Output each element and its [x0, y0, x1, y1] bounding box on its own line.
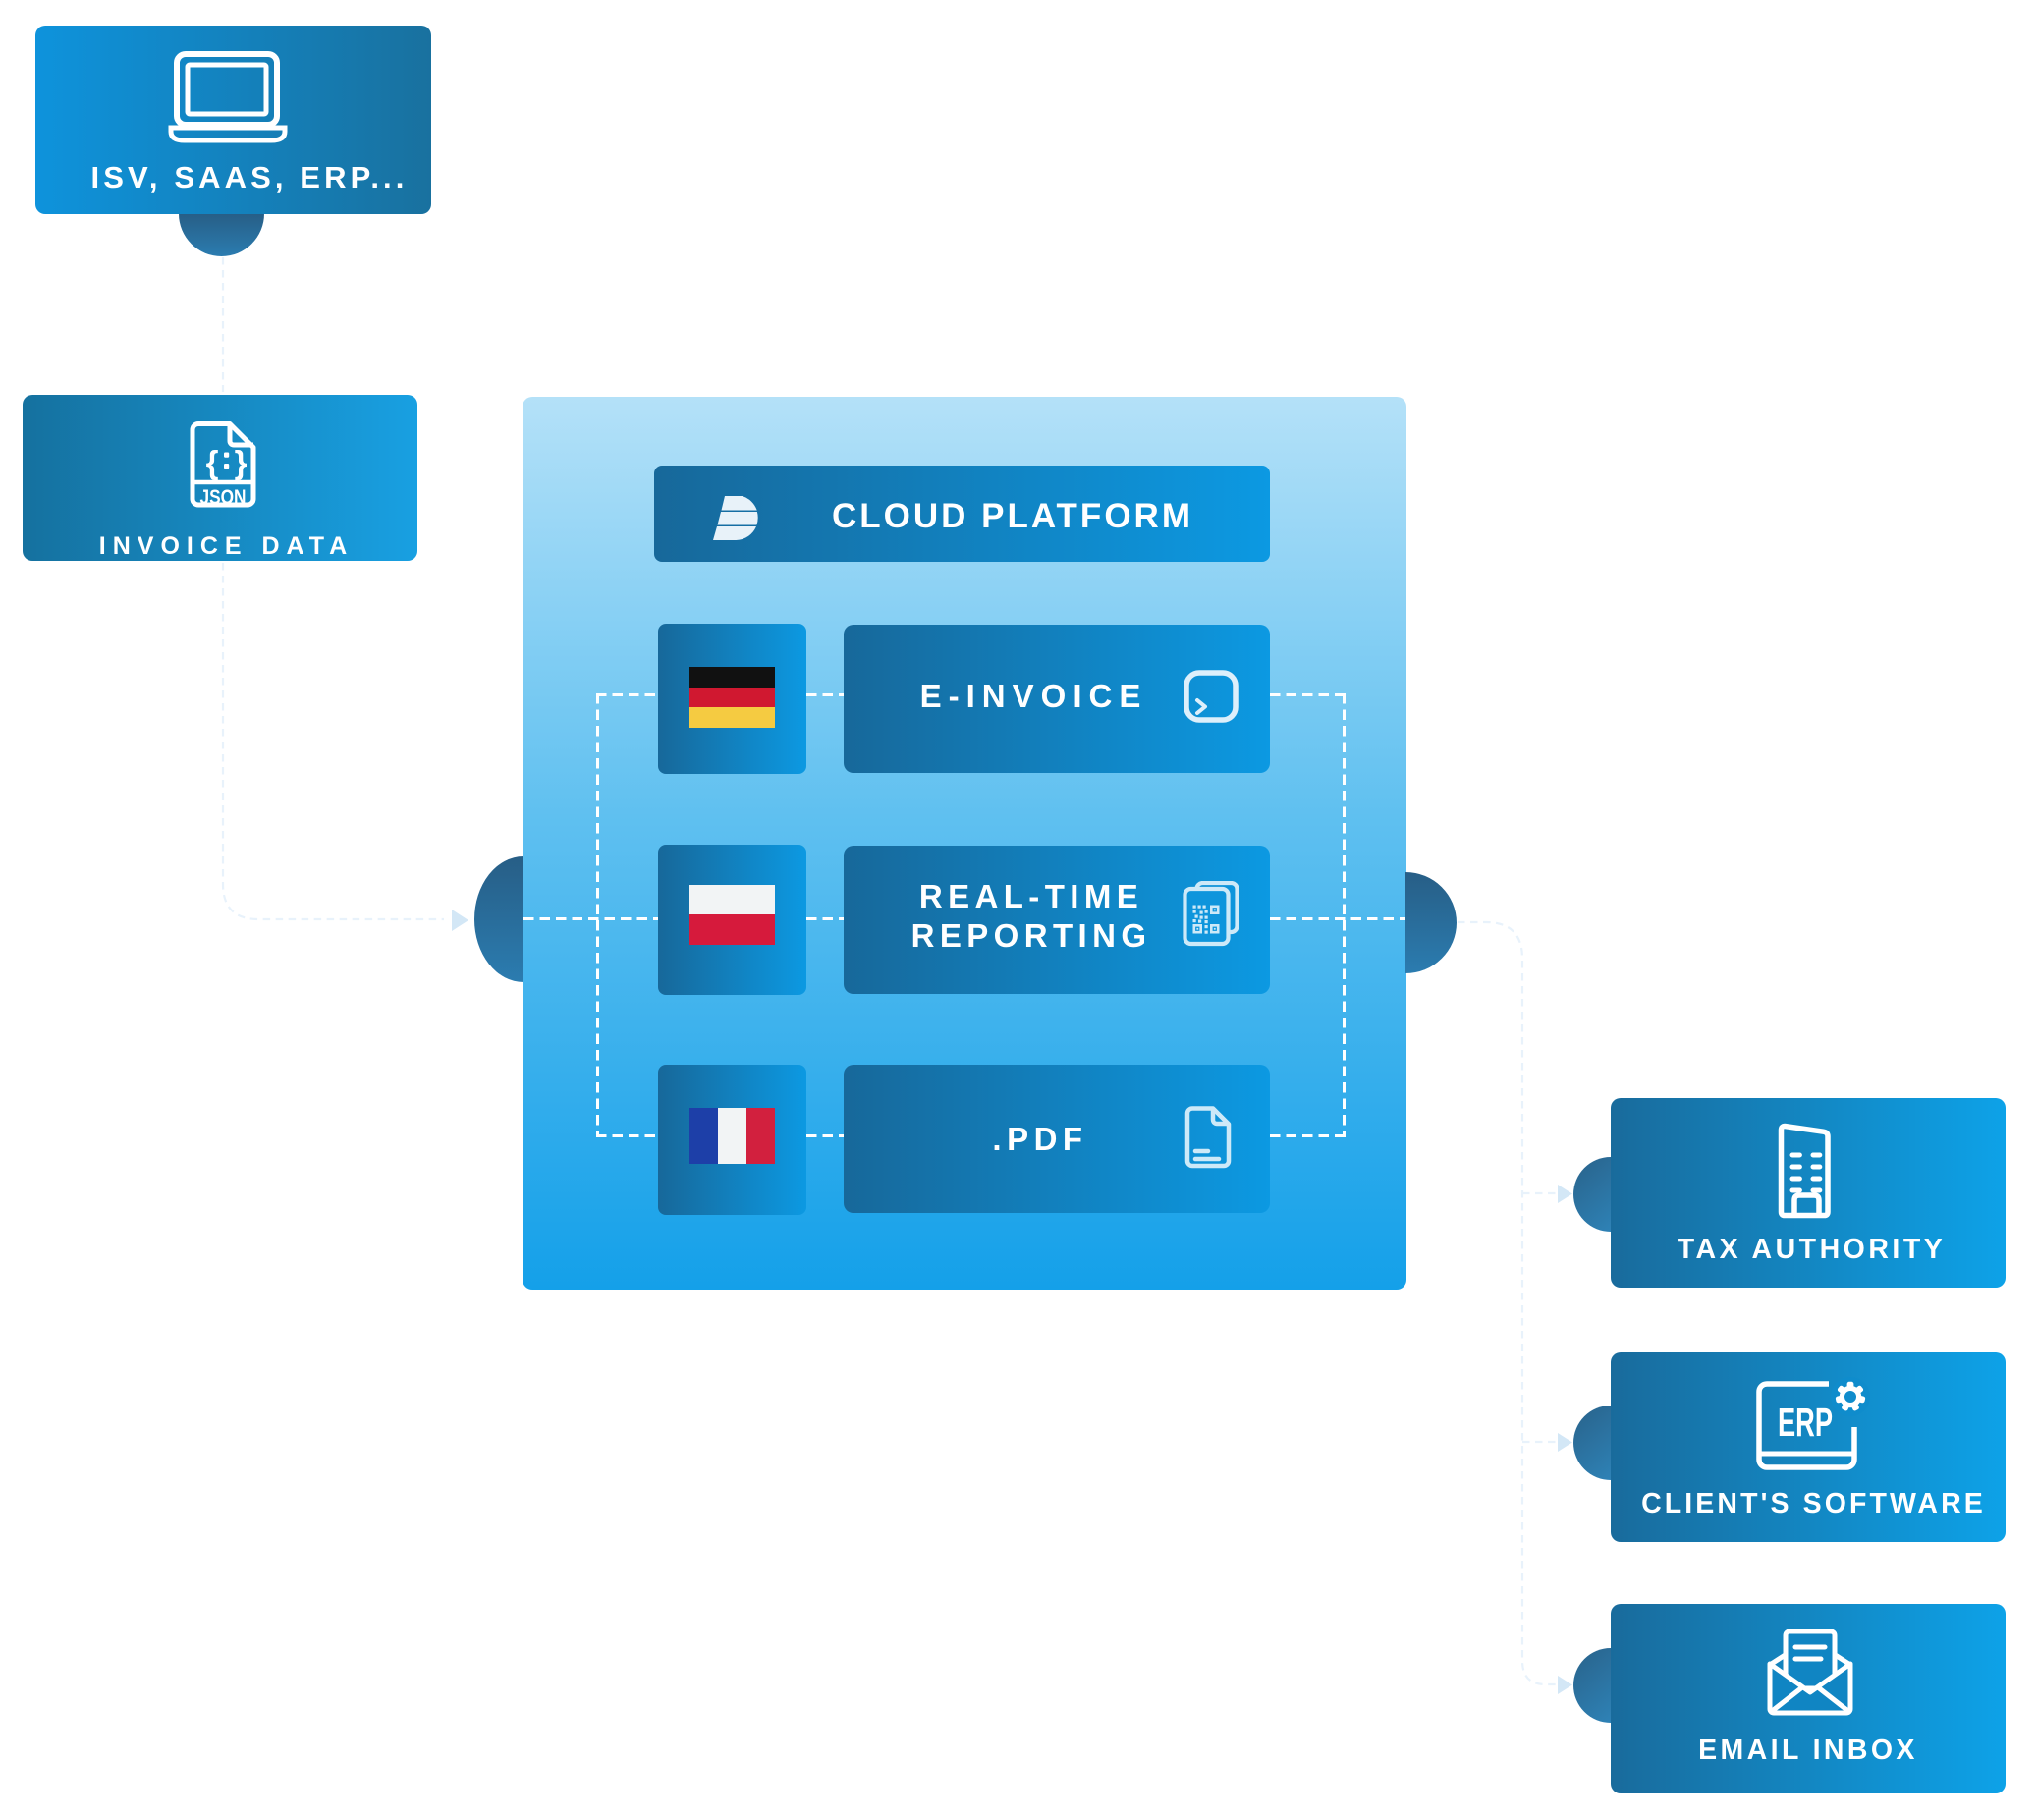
- svg-text:{: {: [206, 444, 219, 480]
- svg-text:}: }: [235, 444, 248, 480]
- svg-text:ERP: ERP: [1778, 1400, 1833, 1445]
- svg-text:JSON: JSON: [200, 486, 247, 508]
